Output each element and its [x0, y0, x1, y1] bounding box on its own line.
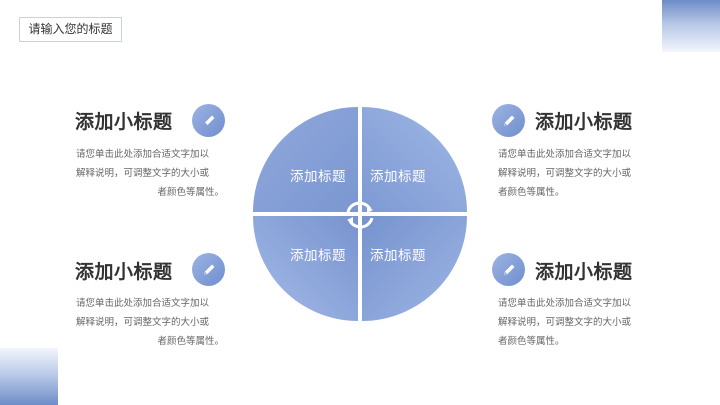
quadrant-label: 添加标题 — [370, 248, 426, 264]
pencil-icon — [192, 104, 225, 137]
block-description[interactable]: 请您单击此处添加合适文字加以 解释说明，可调整文字的大小或 者颜色等属性。 — [498, 145, 646, 202]
block-heading[interactable]: 添加小标题 — [75, 111, 173, 133]
desc-line: 者颜色等属性。 — [498, 336, 565, 347]
block-description[interactable]: 请您单击此处添加合适文字加以 解释说明，可调整文字的大小或 者颜色等属性。 — [76, 294, 224, 351]
block-description[interactable]: 请您单击此处添加合适文字加以 解释说明，可调整文字的大小或 者颜色等属性。 — [498, 294, 646, 351]
desc-line: 解释说明，可调整文字的大小或 — [76, 168, 210, 179]
block-description[interactable]: 请您单击此处添加合适文字加以 解释说明，可调整文字的大小或 者颜色等属性。 — [76, 145, 224, 202]
pencil-icon — [492, 253, 525, 286]
decor-gradient-top-right — [662, 0, 720, 52]
cycle-arrows-icon — [346, 201, 374, 229]
decor-gradient-bottom-left — [0, 348, 58, 405]
desc-line: 解释说明，可调整文字的大小或 — [498, 317, 632, 328]
desc-line: 请您单击此处添加合适文字加以 — [498, 298, 632, 309]
pencil-icon — [492, 104, 525, 137]
desc-line: 请您单击此处添加合适文字加以 — [76, 149, 210, 160]
desc-line: 解释说明，可调整文字的大小或 — [76, 317, 210, 328]
block-heading[interactable]: 添加小标题 — [75, 261, 173, 283]
block-heading[interactable]: 添加小标题 — [535, 261, 633, 283]
desc-line: 者颜色等属性。 — [157, 187, 224, 198]
desc-line: 者颜色等属性。 — [498, 187, 565, 198]
block-heading[interactable]: 添加小标题 — [535, 111, 633, 133]
desc-line: 请您单击此处添加合适文字加以 — [498, 149, 632, 160]
desc-line: 者颜色等属性。 — [157, 336, 224, 347]
slide-title-placeholder[interactable]: 请输入您的标题 — [19, 17, 122, 42]
quadrant-label: 添加标题 — [290, 248, 346, 264]
quadrant-circle: 添加标题 添加标题 添加标题 添加标题 — [253, 107, 467, 321]
quadrant-label: 添加标题 — [290, 169, 346, 185]
desc-line: 解释说明，可调整文字的大小或 — [498, 168, 632, 179]
desc-line: 请您单击此处添加合适文字加以 — [76, 298, 210, 309]
pencil-icon — [192, 253, 225, 286]
quadrant-label: 添加标题 — [370, 169, 426, 185]
